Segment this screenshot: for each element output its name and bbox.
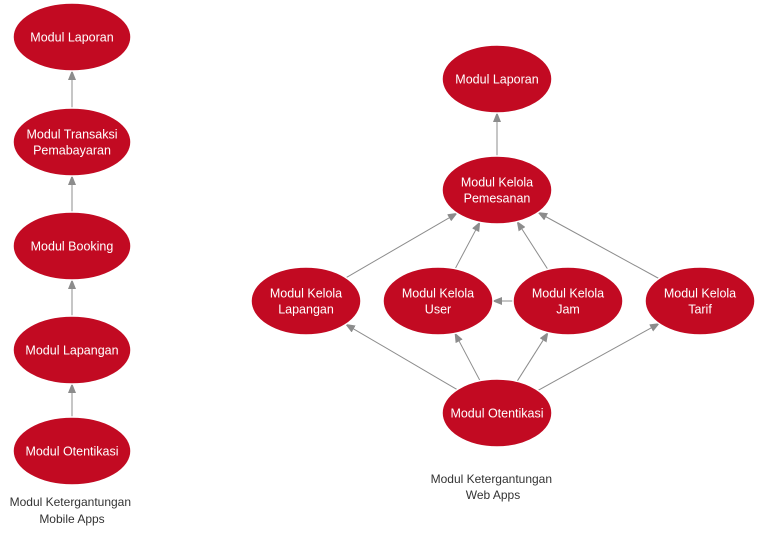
edge-w-otentikasi-to-w-tarif: [537, 323, 660, 391]
node-label: Modul Otentikasi: [450, 407, 543, 421]
node-m-otentikasi: Modul Otentikasi: [12, 416, 132, 486]
web-caption: Modul Ketergantungan Web Apps: [431, 472, 556, 502]
edge-w-lapangan-to-w-pemesanan: [345, 212, 458, 279]
node-ellipse: [512, 266, 624, 336]
node-ellipse: [441, 378, 553, 448]
edge-w-jam-to-w-pemesanan: [516, 220, 549, 270]
node-ellipse: [250, 266, 362, 336]
edges-layer: [68, 70, 660, 417]
node-ellipse: [12, 211, 132, 281]
node-ellipse: [441, 155, 553, 225]
node-w-otentikasi: Modul Otentikasi: [441, 378, 553, 448]
edge-w-otentikasi-to-w-user: [454, 332, 481, 381]
node-ellipse: [12, 107, 132, 177]
node-ellipse: [12, 315, 132, 385]
node-ellipse: [644, 266, 756, 336]
node-ellipse: [441, 44, 553, 114]
node-ellipse: [12, 2, 132, 72]
node-label: Modul Booking: [31, 240, 114, 254]
node-w-laporan: Modul Laporan: [441, 44, 553, 114]
node-m-laporan: Modul Laporan: [12, 2, 132, 72]
edge-w-otentikasi-to-w-jam: [516, 331, 549, 382]
node-ellipse: [382, 266, 494, 336]
node-m-lapangan: Modul Lapangan: [12, 315, 132, 385]
node-m-booking: Modul Booking: [12, 211, 132, 281]
edge-w-otentikasi-to-w-lapangan: [345, 323, 458, 391]
node-label: Modul Laporan: [30, 31, 113, 45]
node-label: Modul Otentikasi: [25, 445, 118, 459]
node-label: Modul Lapangan: [25, 344, 118, 358]
edge-w-user-to-w-pemesanan: [454, 221, 481, 269]
mobile-caption: Modul Ketergantungan Mobile Apps: [10, 495, 135, 526]
edge-w-tarif-to-w-pemesanan: [537, 212, 660, 279]
node-ellipse: [12, 416, 132, 486]
captions-layer: Modul Ketergantungan Mobile Apps Modul K…: [10, 472, 556, 526]
node-label: Modul Laporan: [455, 73, 538, 87]
